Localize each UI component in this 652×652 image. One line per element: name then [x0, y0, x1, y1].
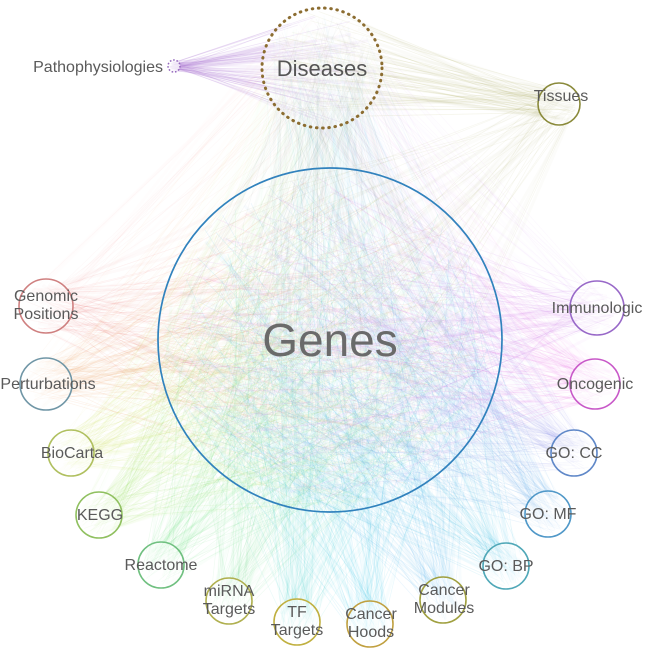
edge-tf-targets-genes — [163, 175, 489, 642]
node-kegg[interactable]: KEGG — [75, 491, 123, 539]
edge-go-mf-diseases — [268, 31, 568, 529]
node-go-cc[interactable]: GO: CC — [546, 429, 603, 477]
node-circle-kegg[interactable] — [75, 491, 123, 539]
node-circle-genomic-positions[interactable] — [18, 278, 74, 334]
node-circle-perturbations[interactable] — [19, 357, 73, 411]
node-circle-biocarta[interactable] — [47, 429, 95, 477]
node-label-genomic-positions-line2: Positions — [14, 306, 79, 323]
node-circle-immunologic[interactable] — [569, 280, 625, 336]
edge-go-cc-diseases — [291, 21, 593, 461]
edge-biocarta-diseases — [62, 24, 375, 471]
edge-pathophysiologies-diseases — [168, 15, 377, 123]
edge-tissues-genes — [196, 86, 576, 487]
node-label-cancer-modules-line2: Modules — [414, 600, 474, 617]
node-label-genomic-positions-line1: Genomic — [14, 288, 78, 305]
edge-tissues-diseases — [266, 11, 577, 122]
edge-tf-targets-diseases — [265, 30, 351, 633]
edge-oncogenic-diseases — [265, 13, 612, 399]
node-diseases[interactable]: Diseases — [260, 6, 384, 130]
edge-genomic-positions-diseases — [30, 17, 334, 324]
edge-diseases-genes — [163, 15, 479, 494]
node-circle-tissues[interactable] — [537, 82, 581, 126]
node-label-tf-targets-line1: TF — [287, 604, 307, 621]
node-reactome[interactable]: Reactome — [125, 541, 198, 589]
node-mirna-targets[interactable]: miRNA Targets — [203, 577, 255, 625]
node-circle-diseases[interactable] — [260, 6, 384, 130]
node-biocarta[interactable]: BioCarta — [41, 429, 103, 477]
node-circle-go-cc[interactable] — [550, 429, 598, 477]
node-label-mirna-targets-line2: Targets — [203, 601, 255, 618]
node-perturbations[interactable]: Perturbations — [0, 357, 96, 411]
node-pathophysiologies[interactable]: Pathophysiologies — [33, 59, 181, 76]
edge-cancer-modules-diseases — [289, 15, 460, 619]
node-label-tf-targets-line2: Targets — [271, 622, 323, 639]
node-circle-pathophysiologies[interactable] — [167, 59, 181, 73]
node-label-oncogenic: Oncogenic — [557, 376, 634, 393]
edge-immunologic-diseases — [272, 26, 616, 330]
node-label-reactome: Reactome — [125, 557, 198, 574]
node-label-pathophysiologies: Pathophysiologies — [33, 59, 163, 76]
node-label-cancer-hoods-line2: Hoods — [348, 624, 394, 641]
edge-kegg-diseases — [85, 21, 376, 533]
node-oncogenic[interactable]: Oncogenic — [557, 358, 634, 410]
node-circle-tf-targets[interactable] — [273, 598, 321, 646]
node-label-perturbations: Perturbations — [0, 376, 95, 393]
node-label-cancer-hoods-line1: Cancer — [345, 606, 397, 623]
node-label-mirna-targets-line1: miRNA — [204, 583, 255, 600]
node-circle-go-mf[interactable] — [524, 490, 572, 538]
node-circle-mirna-targets[interactable] — [205, 577, 253, 625]
node-go-mf[interactable]: GO: MF — [520, 490, 577, 538]
edge-immunologic-genes — [170, 180, 620, 495]
edge-mirna-targets-genes — [188, 190, 493, 620]
node-label-immunologic: Immunologic — [552, 300, 643, 317]
node-cancer-hoods[interactable]: Cancer Hoods — [345, 600, 397, 648]
edge-go-mf-genes — [190, 180, 569, 534]
node-label-go-mf: GO: MF — [520, 506, 577, 523]
node-label-diseases: Diseases — [277, 56, 367, 81]
node-immunologic[interactable]: Immunologic — [552, 280, 643, 336]
node-label-go-bp: GO: BP — [478, 558, 533, 575]
node-circle-genes[interactable] — [157, 167, 503, 513]
edge-perturbations-diseases — [28, 21, 378, 398]
node-circle-reactome[interactable] — [137, 541, 185, 589]
edge-cancer-hoods-diseases — [275, 24, 389, 642]
node-genes[interactable]: Genes — [157, 167, 503, 513]
edge-kegg-genes — [77, 175, 488, 535]
edge-reactome-genes — [142, 205, 489, 586]
node-tissues[interactable]: Tissues — [534, 82, 589, 126]
edge-cancer-hoods-genes — [164, 194, 488, 645]
edge-perturbations-genes — [23, 176, 449, 504]
edge-go-bp-diseases — [275, 52, 522, 572]
edge-reactome-diseases — [140, 22, 381, 581]
node-circle-cancer-hoods[interactable] — [346, 600, 394, 648]
node-label-cancer-modules-line1: Cancer — [418, 582, 470, 599]
node-label-tissues: Tissues — [534, 88, 589, 105]
node-circle-go-bp[interactable] — [482, 542, 530, 590]
node-label-go-cc: GO: CC — [546, 445, 603, 462]
edge-cancer-modules-genes — [164, 178, 481, 620]
node-label-biocarta: BioCarta — [41, 445, 103, 462]
edges-layer — [23, 11, 620, 645]
node-label-kegg: KEGG — [77, 507, 123, 524]
nodes-layer: Genes Diseases Pathophysiologies Tissues… — [0, 6, 643, 648]
node-go-bp[interactable]: GO: BP — [478, 542, 534, 590]
node-genomic-positions[interactable]: Genomic Positions — [14, 278, 79, 334]
node-label-genes: Genes — [262, 314, 398, 366]
edge-go-bp-genes — [189, 186, 527, 587]
node-circle-cancer-modules[interactable] — [419, 576, 467, 624]
edge-go-cc-genes — [164, 180, 594, 492]
node-cancer-modules[interactable]: Cancer Modules — [414, 576, 474, 624]
node-tf-targets[interactable]: TF Targets — [271, 598, 323, 646]
node-circle-oncogenic[interactable] — [569, 358, 621, 410]
